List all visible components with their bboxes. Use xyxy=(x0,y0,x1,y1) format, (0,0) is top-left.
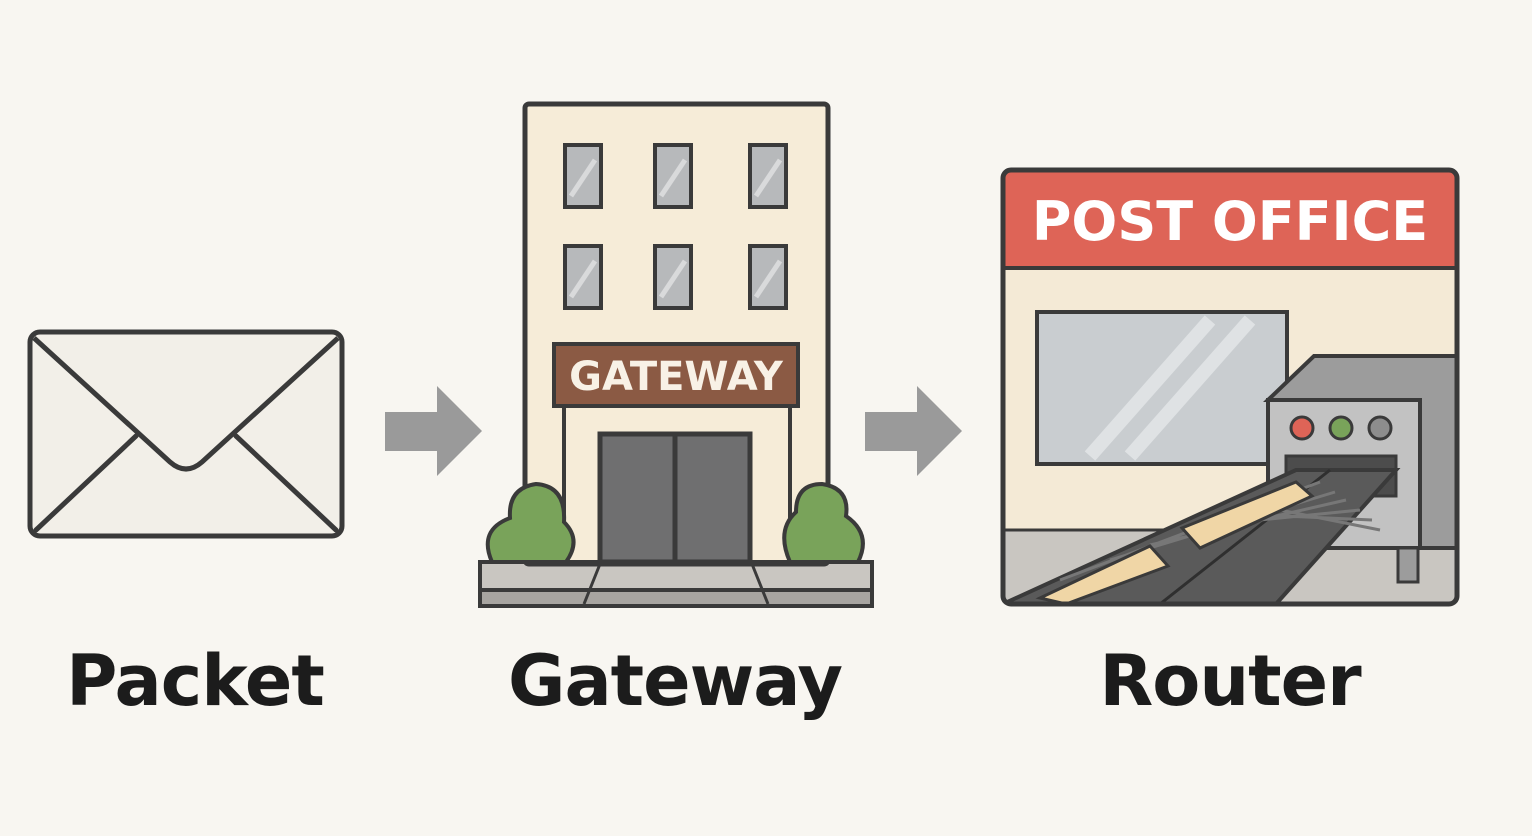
building-windows xyxy=(563,143,788,310)
post-office-window xyxy=(1035,310,1289,466)
node-label-packet: Packet xyxy=(66,640,325,722)
machine-light-green xyxy=(1328,415,1354,441)
machine-light-red xyxy=(1289,415,1315,441)
post-office-sign-text: POST OFFICE xyxy=(1032,190,1428,253)
envelope-icon xyxy=(27,329,345,539)
shrub-left xyxy=(485,481,576,564)
conveyor-belt xyxy=(1003,468,1401,604)
arrow-right-icon xyxy=(385,386,482,476)
node-label-gateway: Gateway xyxy=(507,640,843,722)
machine-light-gray xyxy=(1367,415,1393,441)
gateway-sign-text: GATEWAY xyxy=(569,354,784,400)
node-label-router: Router xyxy=(1099,640,1361,722)
shrub-right xyxy=(782,481,865,564)
office-building-icon: GATEWAY xyxy=(478,101,874,608)
post-office-banner xyxy=(1003,170,1457,268)
post-office-icon: POST OFFICE xyxy=(1000,167,1460,607)
gateway-sign xyxy=(552,342,800,408)
arrow-right-icon xyxy=(865,386,962,476)
